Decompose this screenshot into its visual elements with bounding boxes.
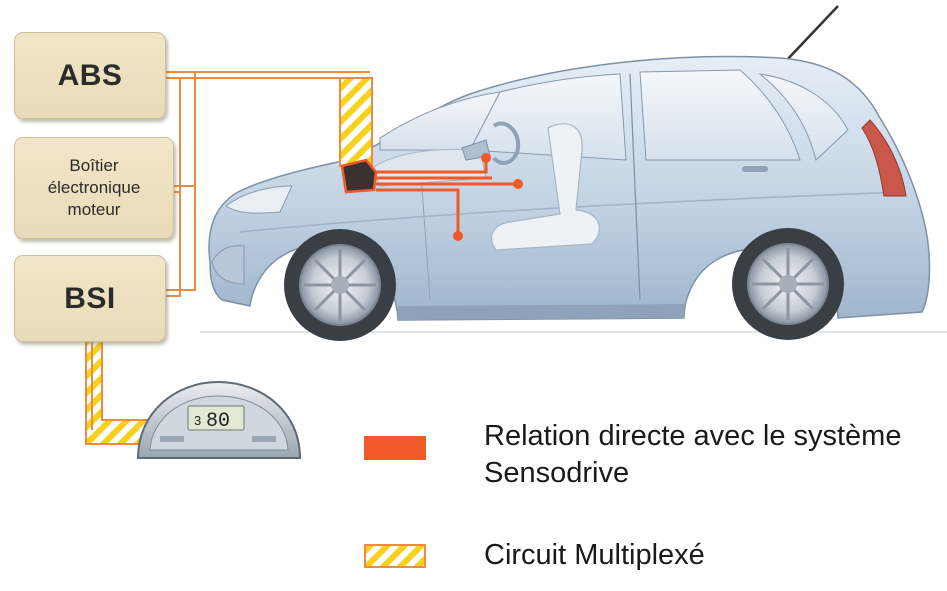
steering-wheel bbox=[492, 121, 521, 165]
legend-direct-swatch bbox=[364, 436, 426, 460]
multiplex-link-bsi-dashboard bbox=[85, 339, 153, 445]
car bbox=[208, 55, 931, 321]
body-crease bbox=[239, 191, 905, 233]
legend-multiplex-swatch bbox=[364, 544, 426, 568]
module-engine-ecu: Boîtier électronique moteur bbox=[14, 137, 174, 239]
door-line bbox=[629, 73, 641, 301]
instrument-cluster: 3 80 bbox=[136, 380, 302, 459]
multiplex-band-vertical bbox=[339, 77, 373, 167]
headlight bbox=[225, 185, 293, 214]
legend-multiplex-label: Circuit Multiplexé bbox=[484, 539, 705, 571]
front-wheel bbox=[284, 229, 396, 341]
lcd-digits: 80 bbox=[206, 410, 230, 433]
lcd-display bbox=[187, 405, 245, 431]
seat bbox=[491, 123, 601, 251]
legend-direct-label: Relation directe avec le système Sensodr… bbox=[484, 420, 902, 489]
front-door-window bbox=[469, 73, 627, 161]
sensor-points bbox=[453, 153, 523, 241]
rear-quarter-window bbox=[758, 73, 849, 161]
module-bsi: BSI bbox=[14, 255, 166, 342]
antenna bbox=[784, 5, 839, 63]
sensodrive-control-unit bbox=[340, 158, 378, 194]
direct-links bbox=[376, 160, 518, 234]
rocker-panel bbox=[398, 304, 684, 320]
lcd-gear: 3 bbox=[194, 413, 201, 428]
module-abs: ABS bbox=[14, 32, 166, 119]
multiplex-bus-lines bbox=[164, 71, 370, 297]
rear-door-window bbox=[639, 69, 801, 161]
taillight bbox=[861, 119, 907, 197]
front-bumper bbox=[211, 245, 245, 285]
door-handle bbox=[742, 166, 768, 172]
rear-wheel bbox=[732, 228, 844, 340]
